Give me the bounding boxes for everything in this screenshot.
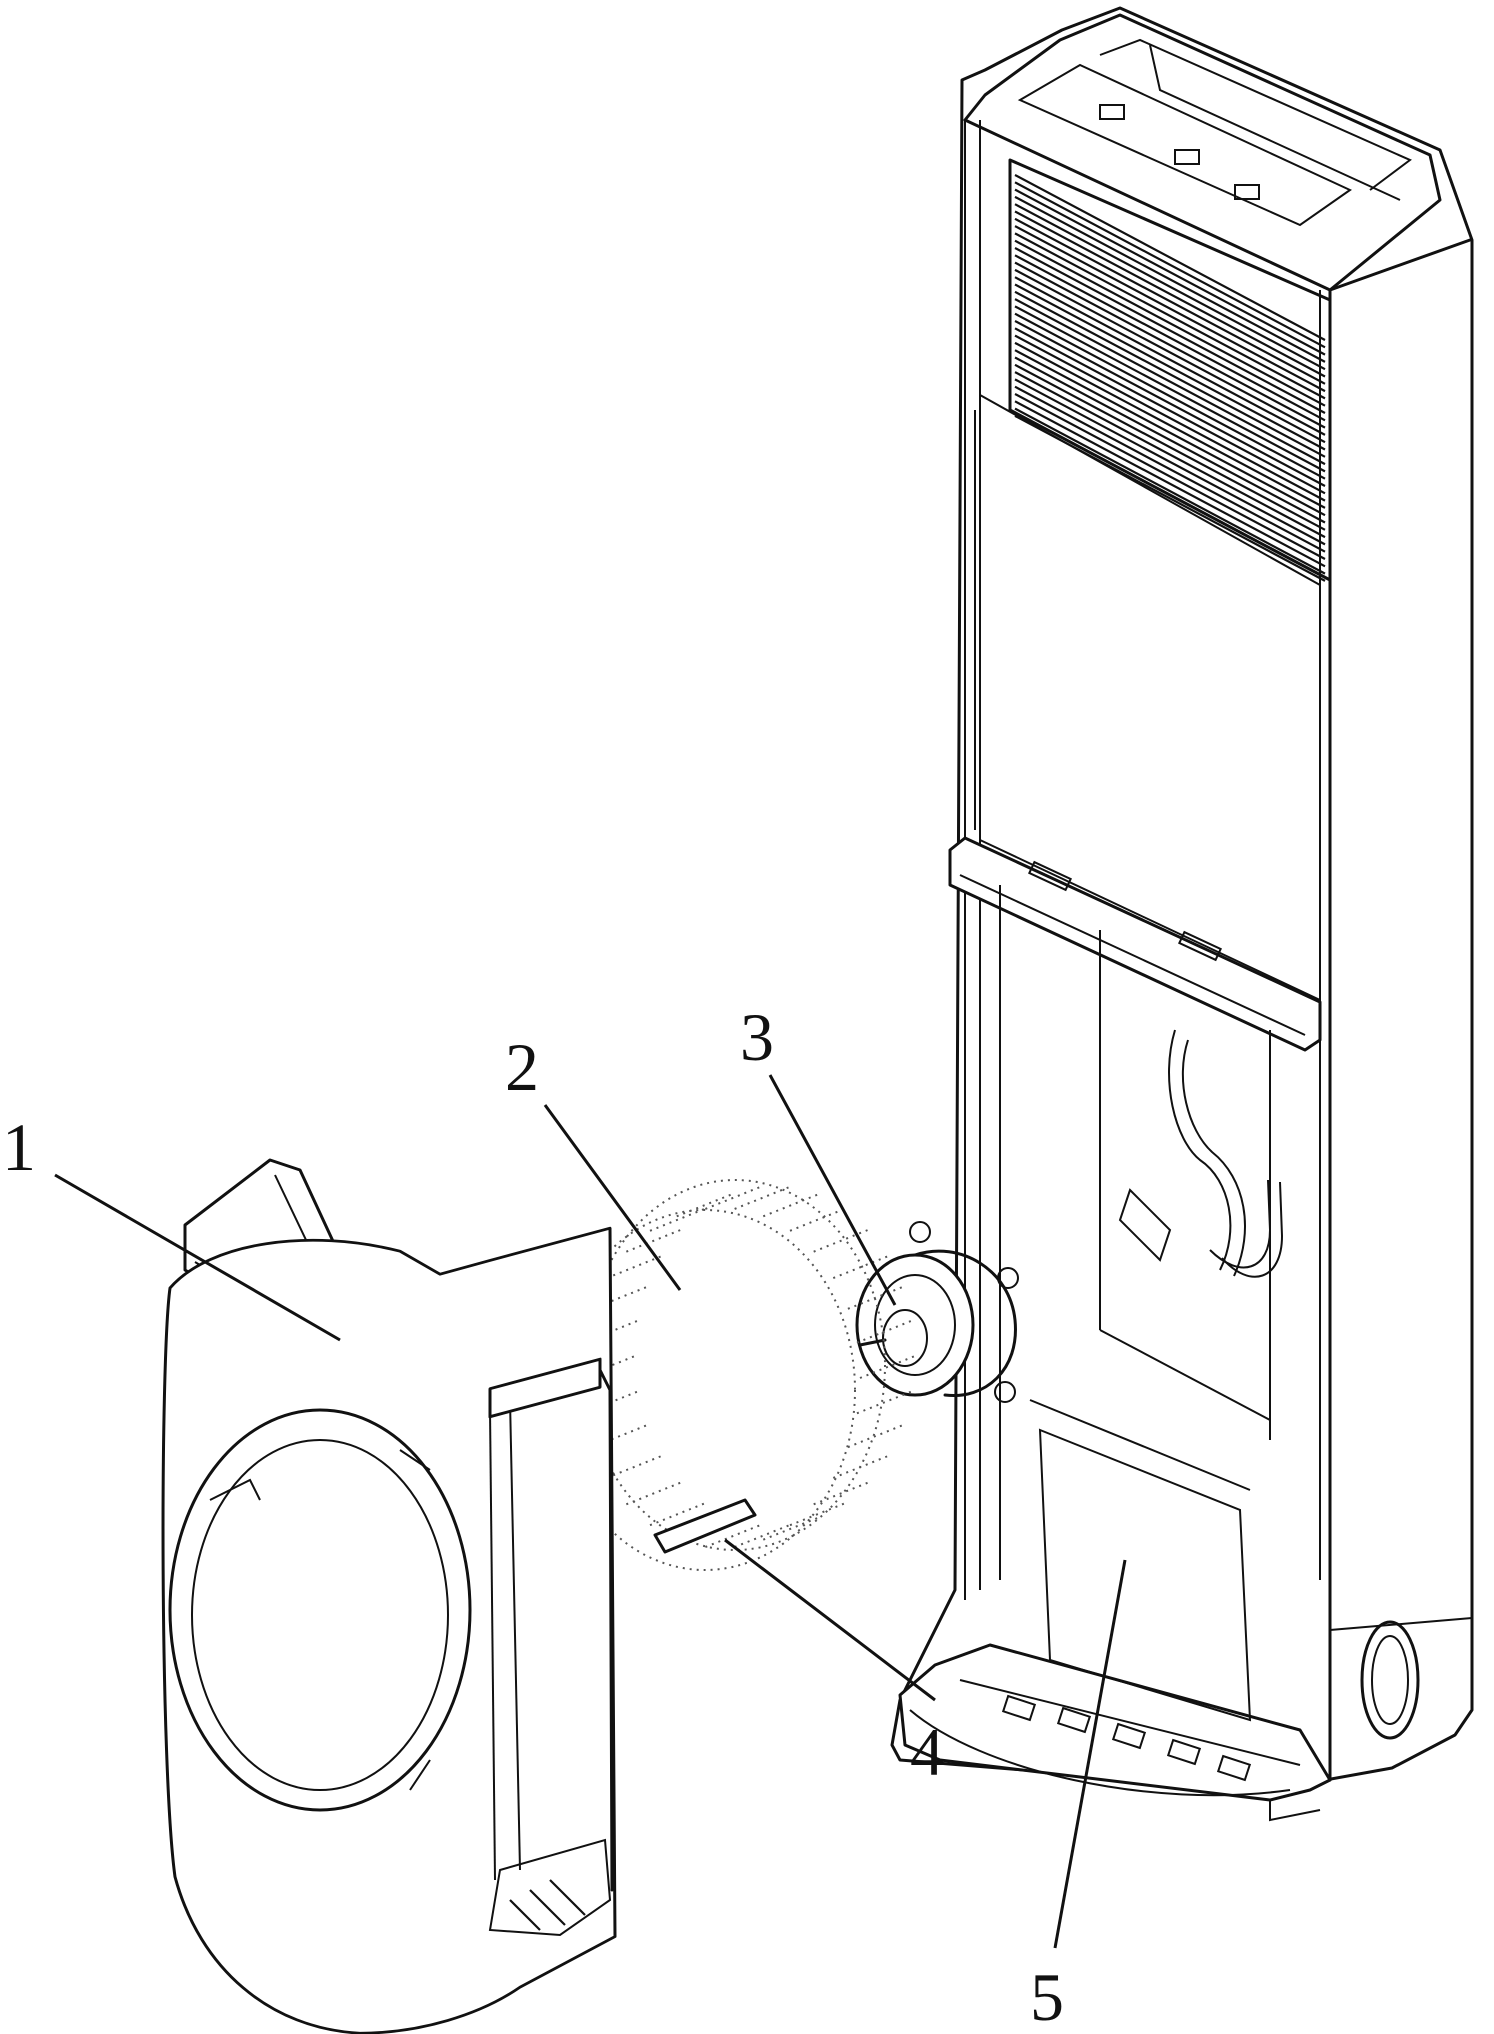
- coil-fin: [1014, 305, 1326, 473]
- impeller-blade: [762, 1516, 819, 1541]
- leader-1: [54, 1173, 341, 1342]
- impeller-blade: [789, 1207, 846, 1232]
- coil-fin: [1014, 188, 1326, 356]
- impeller-blade: [591, 1424, 648, 1449]
- impeller-blade: [813, 1228, 870, 1253]
- volute-casing: [161, 1158, 617, 2034]
- coil-fin: [1014, 261, 1326, 429]
- impeller-blade: [856, 1319, 913, 1344]
- impeller-blade: [591, 1285, 648, 1310]
- coil-fin: [1014, 181, 1326, 349]
- coil-fin: [1014, 341, 1326, 509]
- evaporator-coil: [1008, 158, 1332, 582]
- coil-fin: [1014, 320, 1326, 487]
- callout-1: 1: [2, 1109, 36, 1185]
- coil-fin: [1014, 371, 1326, 539]
- leader-5: [1053, 1559, 1127, 1949]
- impeller-blade: [625, 1481, 682, 1506]
- impeller-blade: [832, 1454, 889, 1479]
- coil-fin: [1014, 407, 1326, 575]
- impeller-blade: [813, 1481, 870, 1506]
- coil-fin: [1014, 385, 1326, 553]
- impeller-blade: [676, 1193, 733, 1218]
- coil-fin: [1014, 276, 1326, 444]
- coil-fin: [1014, 334, 1326, 502]
- callout-leaders: [54, 1074, 1127, 1949]
- callout-2: 2: [505, 1029, 539, 1105]
- coil-fin: [1014, 247, 1326, 414]
- coil-fin: [1014, 378, 1326, 546]
- impeller-blade: [847, 1424, 904, 1449]
- callout-3: 3: [740, 999, 774, 1075]
- callout-4: 4: [910, 1714, 944, 1790]
- leader-2: [543, 1104, 682, 1291]
- leader-4: [724, 1538, 936, 1702]
- coil-fin: [1014, 254, 1326, 422]
- fan-impeller: [554, 1179, 916, 1571]
- coil-fin: [1014, 363, 1326, 531]
- impeller-blade: [832, 1255, 889, 1280]
- impeller-blade: [789, 1502, 846, 1527]
- callout-labels: 1 2 3 4 5: [2, 999, 1064, 2034]
- impeller-blade: [847, 1285, 904, 1310]
- leader-3: [768, 1074, 897, 1306]
- coil-fin: [1014, 283, 1326, 451]
- impeller-blade: [856, 1390, 913, 1415]
- coil-fin: [1014, 210, 1326, 378]
- coil-fin: [1014, 203, 1326, 371]
- coil-fin: [1014, 400, 1326, 568]
- callout-5: 5: [1030, 1959, 1064, 2034]
- coil-fin: [1014, 239, 1326, 407]
- coil-fin: [1014, 393, 1326, 560]
- impeller-blade: [734, 1186, 791, 1210]
- coil-fin: [1014, 268, 1326, 436]
- coil-fin: [1014, 217, 1326, 385]
- impeller-blade: [649, 1502, 706, 1527]
- coil-fin: [1014, 232, 1326, 400]
- coil-fin: [1014, 312, 1326, 480]
- coil-fin: [1014, 225, 1326, 393]
- coil-fin: [1014, 349, 1326, 517]
- impeller-blade: [734, 1524, 791, 1548]
- coil-fin: [1014, 298, 1326, 466]
- impeller-blade: [704, 1524, 761, 1548]
- impeller-blade: [859, 1355, 916, 1379]
- impeller-blade: [606, 1255, 663, 1280]
- cabinet-housing: [890, 6, 1474, 1822]
- coil-fin: [1014, 327, 1326, 495]
- impeller-blade: [625, 1228, 682, 1253]
- impeller-blade: [606, 1454, 663, 1479]
- impeller-blade: [649, 1207, 706, 1232]
- impeller-blade: [762, 1193, 819, 1218]
- impeller-blade: [704, 1186, 761, 1210]
- coil-fin: [1014, 174, 1326, 341]
- coil-fin: [1014, 195, 1326, 363]
- coil-fin: [1014, 356, 1326, 524]
- coil-fin: [1014, 290, 1326, 458]
